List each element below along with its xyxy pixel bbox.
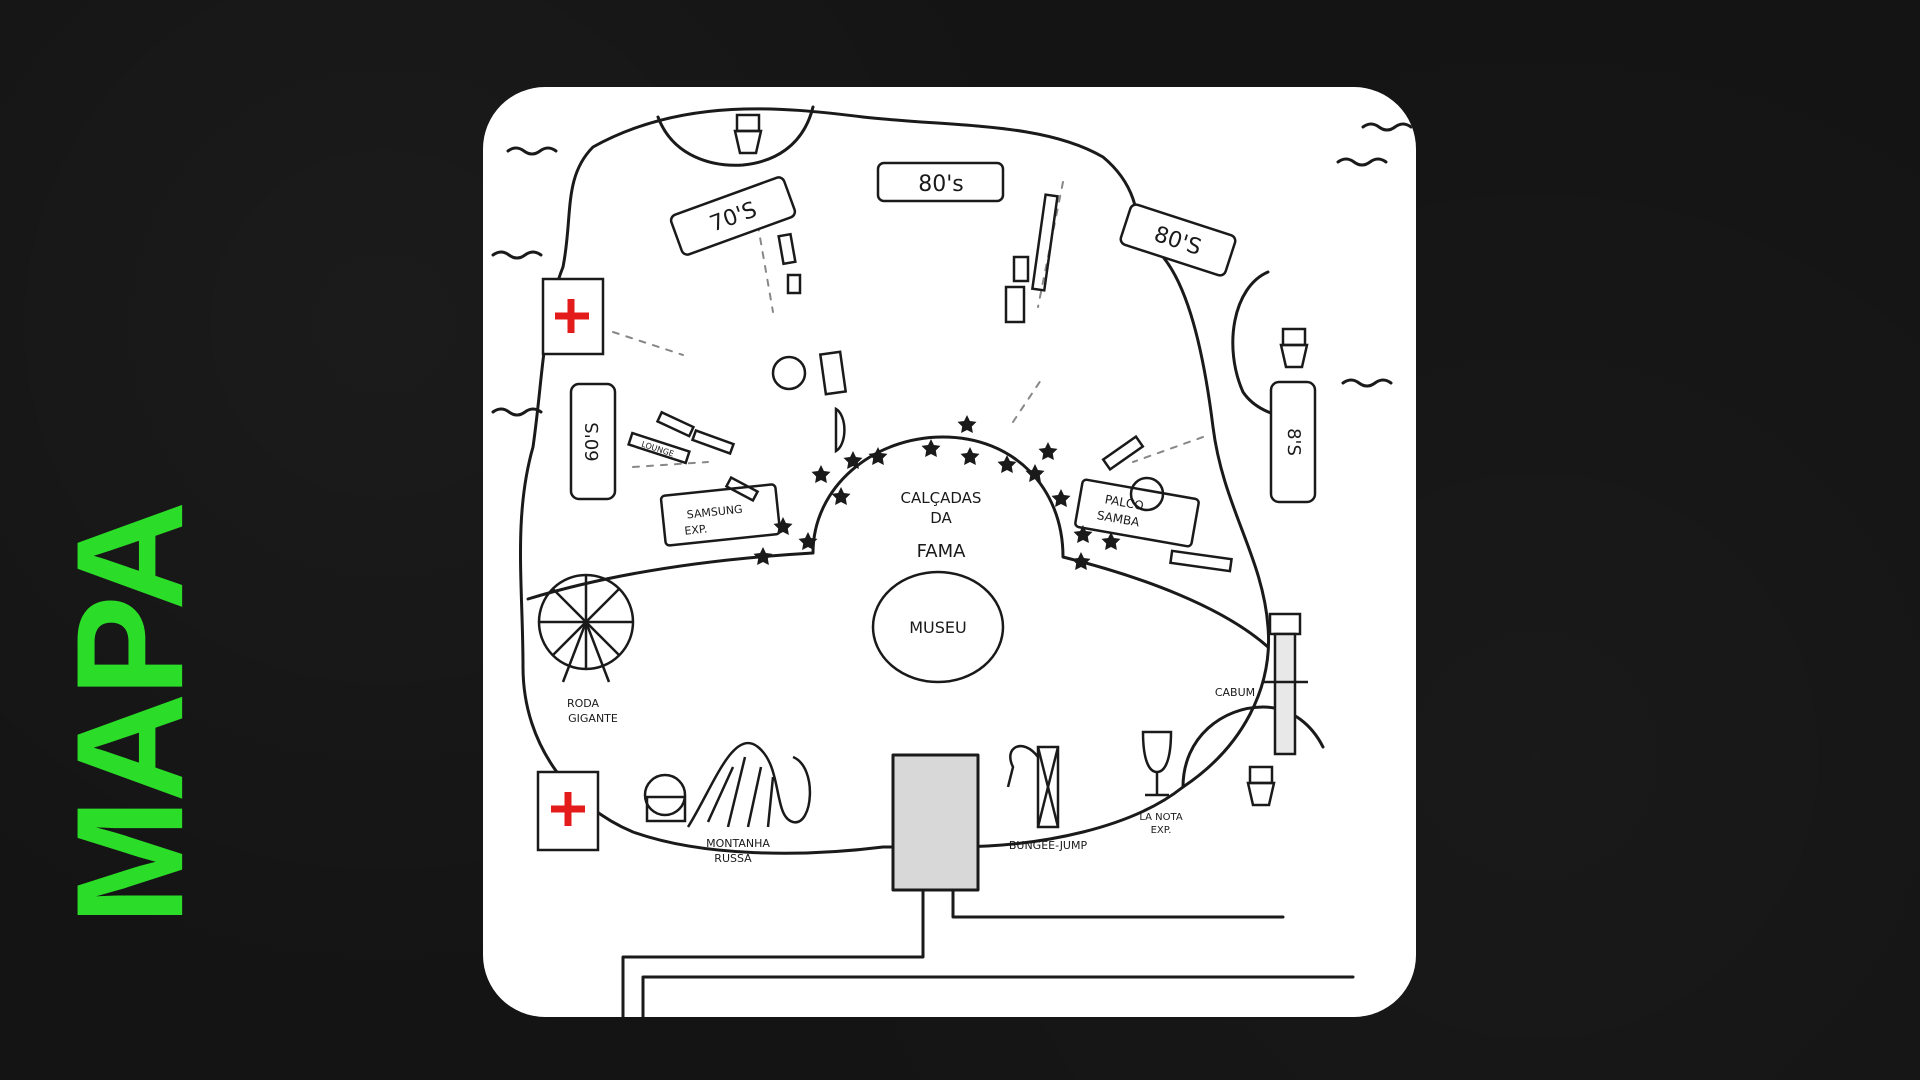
museu-shape [871,570,1005,684]
first-aid-icon [536,277,605,852]
montanha-label: MONTANHA [706,837,770,850]
calcadas-label: CALÇADAS [901,489,982,507]
ferris-wheel-icon [537,573,635,683]
park-map: 80's 70'S 80'S 60'S 8'S LOUNGE CALÇADAS … [491,105,1413,1017]
palco-samba-box [1074,478,1200,548]
map-title-text: MAPA [45,504,216,926]
water-wave-icon [491,122,1413,417]
bungee-tower-icon [1006,745,1060,829]
map-title: MAPA [45,455,215,975]
stage-8s-label: 8'S [1283,428,1304,456]
roda-label: RODA [567,697,600,710]
wine-glass-icon [1141,730,1173,797]
stage-80s-top-box [876,161,1005,203]
lanota-label: LA NOTA [1139,812,1183,823]
stage-8s-box [1269,380,1317,504]
bungee-label: BUNGEE-JUMP [1009,839,1088,852]
roller-coaster-icon [643,741,812,828]
restroom-icon [733,113,1309,807]
drop-tower-icon [1263,612,1308,756]
samsung-exp-label: EXP. [684,522,708,537]
museu-label: MUSEU [909,618,967,637]
stage-60s-box [569,382,617,501]
main-path [526,435,1270,649]
cabum-label: CABUM [1215,686,1255,699]
samsung-label: SAMSUNG [686,503,743,522]
stage-80s-right-box [1119,203,1237,277]
gigante-label: GIGANTE [568,712,618,725]
palco-label: PALCO [1104,492,1145,513]
restroom-bottom-pod [1181,705,1325,789]
walkway [621,888,1355,1017]
stage-70s-box [669,176,797,256]
restroom-top-pod [656,105,815,167]
stage-80s-top-label: 80's [918,172,964,197]
calcadas-da-label: DA [930,509,952,527]
lanota-exp-label: EXP. [1151,825,1172,836]
map-card[interactable]: 80's 70'S 80'S 60'S 8'S LOUNGE CALÇADAS … [483,87,1416,1017]
star-icon [753,415,1121,570]
stage-60s-label: 60'S [582,422,603,461]
calcadas-fama-label: FAMA [917,541,967,562]
entrance-gate [891,753,980,892]
russa-label: RUSSA [714,852,752,865]
